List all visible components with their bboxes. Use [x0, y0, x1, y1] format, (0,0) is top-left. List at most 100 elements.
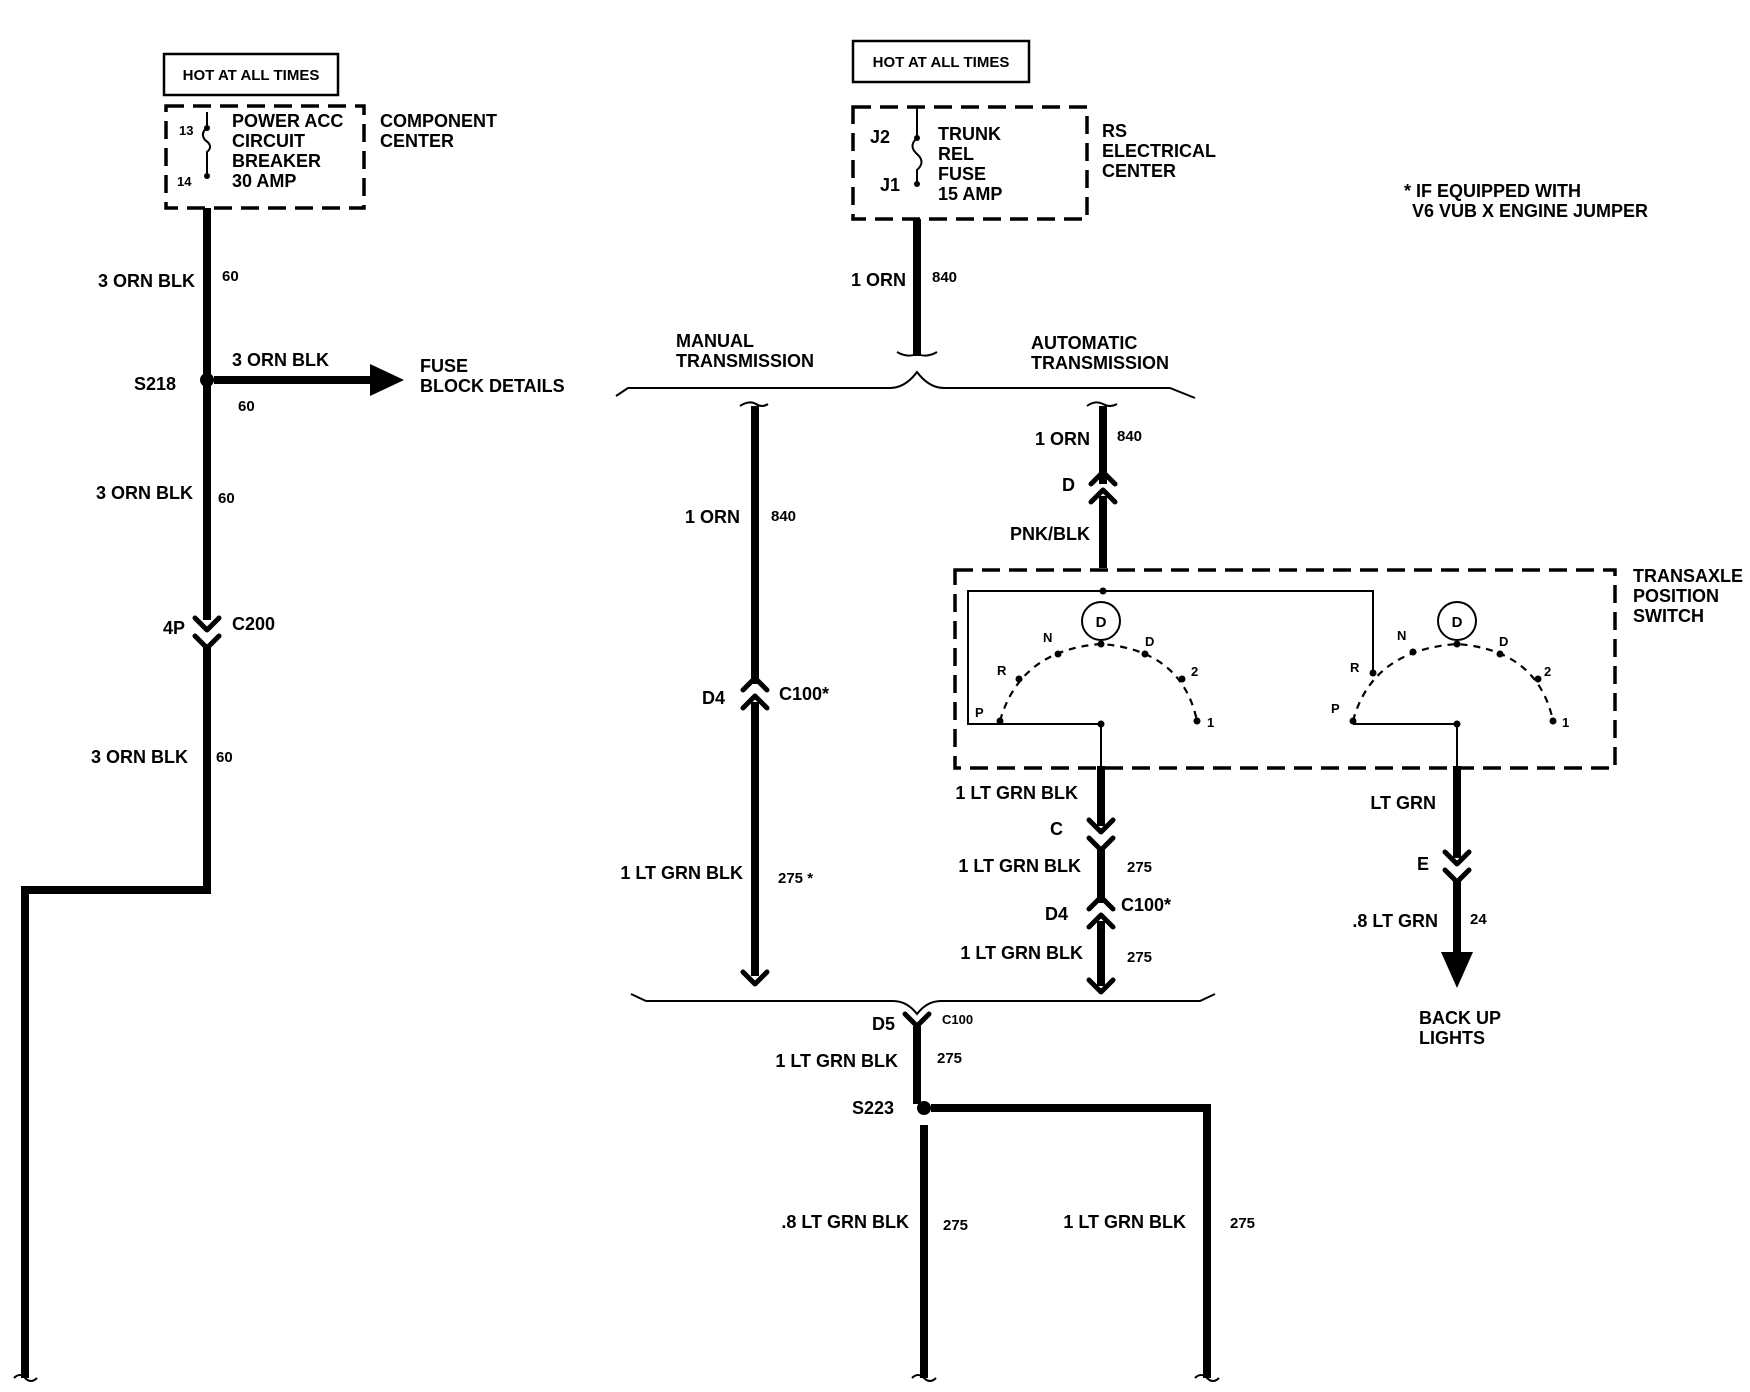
auto-out-wire-end-arrow-icon [1086, 977, 1116, 995]
trunk-fuse-group: HOT AT ALL TIMES J2 J1 TRUNK REL FUSE 15… [851, 39, 1648, 357]
fuse-pin-top: J2 [870, 127, 890, 147]
merge-connector-c100-symbol [902, 1011, 932, 1029]
connector-c200-symbol [192, 615, 222, 651]
rs-electrical-center-outline [851, 105, 1089, 221]
splice-s223 [917, 1101, 931, 1115]
component-center-line1: COMPONENT [380, 111, 497, 131]
right-switch-pos-1 [1549, 717, 1557, 725]
right-switch-pos-p [1349, 717, 1357, 725]
fuse-name-line1: TRUNK [938, 124, 1001, 144]
switch-feed-left [967, 590, 1103, 725]
merge-and-output: D5 C100 1 LT GRN BLK 275 S223 .8 LT GRN … [630, 993, 1255, 1382]
left-switch-label-2: 2 [1191, 664, 1198, 679]
wire-continuation-left-icon [13, 1374, 38, 1382]
right-switch-d-circle-label: D [1452, 614, 1463, 631]
auto-wire-orn-label: 1 ORN [1035, 429, 1090, 449]
right-switch-pos-2 [1534, 675, 1542, 683]
manual-title-line2: TRANSMISSION [676, 351, 814, 371]
left-switch-contact [1005, 723, 1102, 766]
backup-wire-8-lt-grn-label: .8 LT GRN [1352, 911, 1438, 931]
merge-connector-name: C100 [942, 1012, 973, 1027]
auto-connector-d-symbol [1088, 469, 1118, 505]
merge-wire-label: 1 LT GRN BLK [775, 1051, 898, 1071]
rs-center-line1: RS [1102, 121, 1127, 141]
auto-out-wire-3-label: 1 LT GRN BLK [960, 943, 1083, 963]
transmission-brace-bottom [630, 993, 1216, 1016]
switch-name-line2: POSITION [1633, 586, 1719, 606]
auto-wire-pnk-blk-label: PNK/BLK [1010, 524, 1090, 544]
switch-feed-right [1103, 590, 1374, 673]
out-wire-right-continuation-icon [1194, 1374, 1220, 1382]
left-switch-label-p: P [975, 705, 984, 720]
arrow-to-backup-lights-icon [1441, 952, 1473, 988]
manual-wire-orn-number: 840 [771, 508, 796, 525]
switch-name-line1: TRANSAXLE [1633, 566, 1743, 586]
manual-top-break-icon [739, 401, 769, 407]
wire-orn-blk-3-number: 60 [216, 749, 233, 766]
note-line2: V6 VUB X ENGINE JUMPER [1412, 201, 1648, 221]
feed-wire-break-icon [896, 351, 938, 357]
fuse-block-line2: BLOCK DETAILS [420, 376, 565, 396]
out-wire-left-label: .8 LT GRN BLK [781, 1212, 909, 1232]
backup-wire-8-lt-grn-number: 24 [1470, 911, 1487, 928]
right-switch-pos-d [1496, 650, 1504, 658]
auto-connector-c100-name: C100* [1121, 895, 1171, 915]
auto-connector-c100-pin: D4 [1045, 904, 1068, 924]
right-switch-contact-dot [1453, 720, 1461, 728]
feed-wire-number: 840 [932, 269, 957, 286]
fuse-pin-bottom: J1 [880, 175, 900, 195]
left-switch-pos-p [996, 717, 1004, 725]
manual-wire-lt-grn-number: 275 * [778, 870, 813, 887]
splice-s223-label: S223 [852, 1098, 894, 1118]
merge-wire-number: 275 [937, 1050, 962, 1067]
left-circuit: HOT AT ALL TIMES 13 14 POWER ACC CIRCUIT… [13, 52, 565, 1382]
breaker-name-line3: BREAKER [232, 151, 321, 171]
backup-lights-line2: LIGHTS [1419, 1028, 1485, 1048]
auto-output-wires: 1 LT GRN BLK C 1 LT GRN BLK 275 D4 C100*… [955, 766, 1501, 1048]
wire-orn-blk-2-label: 3 ORN BLK [96, 483, 193, 503]
left-switch-pos-2 [1178, 675, 1186, 683]
backup-connector-e-pin: E [1417, 854, 1429, 874]
manual-connector-pin: D4 [702, 688, 725, 708]
auto-wire-orn-number: 840 [1117, 428, 1142, 445]
right-switch-pos-n [1409, 648, 1417, 656]
connector-c200-name: C200 [232, 614, 275, 634]
manual-wire-lt-grn-label: 1 LT GRN BLK [620, 863, 743, 883]
backup-lights-line1: BACK UP [1419, 1008, 1501, 1028]
right-switch-label-r: R [1350, 660, 1360, 675]
out-wire-right [931, 1104, 1211, 1378]
left-switch-label-n: N [1043, 630, 1052, 645]
left-switch-d-circle-label: D [1096, 614, 1107, 631]
switch-name-line3: SWITCH [1633, 606, 1704, 626]
auto-connector-d-pin: D [1062, 475, 1075, 495]
splice-s218-label: S218 [134, 374, 176, 394]
breaker-pin-top: 13 [179, 123, 193, 138]
transmission-options: MANUAL TRANSMISSION AUTOMATIC TRANSMISSI… [615, 331, 1196, 987]
auto-connector-c100-symbol [1086, 894, 1116, 930]
auto-out-wire-1-label: 1 LT GRN BLK [955, 783, 1078, 803]
feed-wire-label: 1 ORN [851, 270, 906, 290]
manual-connector-c100-symbol [740, 675, 770, 711]
fuse-block-line1: FUSE [420, 356, 468, 376]
breaker-pin-bottom: 14 [177, 174, 192, 189]
left-switch-pos-n [1054, 650, 1062, 658]
transaxle-position-switch: TRANSAXLE POSITION SWITCH D P R N D 2 1 … [953, 566, 1743, 770]
auto-out-wire-3-number: 275 [1127, 949, 1152, 966]
left-switch-d-circle [1081, 601, 1121, 641]
out-wire-right-label: 1 LT GRN BLK [1063, 1212, 1186, 1232]
left-switch-pos-d [1141, 650, 1149, 658]
left-switch-pos-r [1015, 675, 1023, 683]
circuit-breaker-symbol [201, 112, 211, 176]
component-center-outline [164, 104, 366, 210]
breaker-name-line2: CIRCUIT [232, 131, 305, 151]
right-switch-contact [1353, 723, 1458, 766]
automatic-title-line2: TRANSMISSION [1031, 353, 1169, 373]
fuse-terminal-top [914, 135, 920, 141]
component-center-line2: CENTER [380, 131, 454, 151]
left-switch-label-d: D [1145, 634, 1154, 649]
auto-top-break-icon [1086, 401, 1118, 407]
left-switch-arc [998, 642, 1199, 722]
hot-at-all-times-box-left [162, 52, 340, 97]
left-switch-label-1: 1 [1207, 715, 1214, 730]
